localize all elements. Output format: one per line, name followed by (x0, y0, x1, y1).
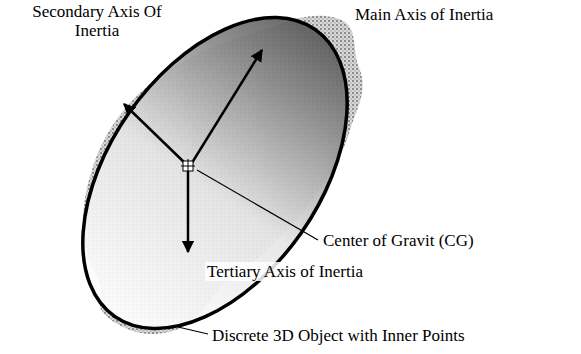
axis-label: Main Axis of Inertia (355, 5, 493, 24)
ellipse-outline (29, 0, 402, 354)
tertiary-axis-arrow (187, 168, 190, 252)
object-leader (178, 327, 208, 334)
inertia-ellipsoid (29, 0, 402, 354)
main-axis-arrow (190, 50, 262, 166)
object-label: Discrete 3D Object with Inner Points (212, 326, 465, 345)
secondary-axis-arrow (124, 104, 188, 166)
cg-cross (181, 159, 195, 173)
cg-label: Center of Gravit (CG) (323, 231, 474, 250)
axis-label: Tertiary Axis of Inertia (205, 262, 365, 281)
cg-leader (197, 170, 318, 240)
axis-label: Secondary Axis Of Inertia (32, 2, 162, 40)
